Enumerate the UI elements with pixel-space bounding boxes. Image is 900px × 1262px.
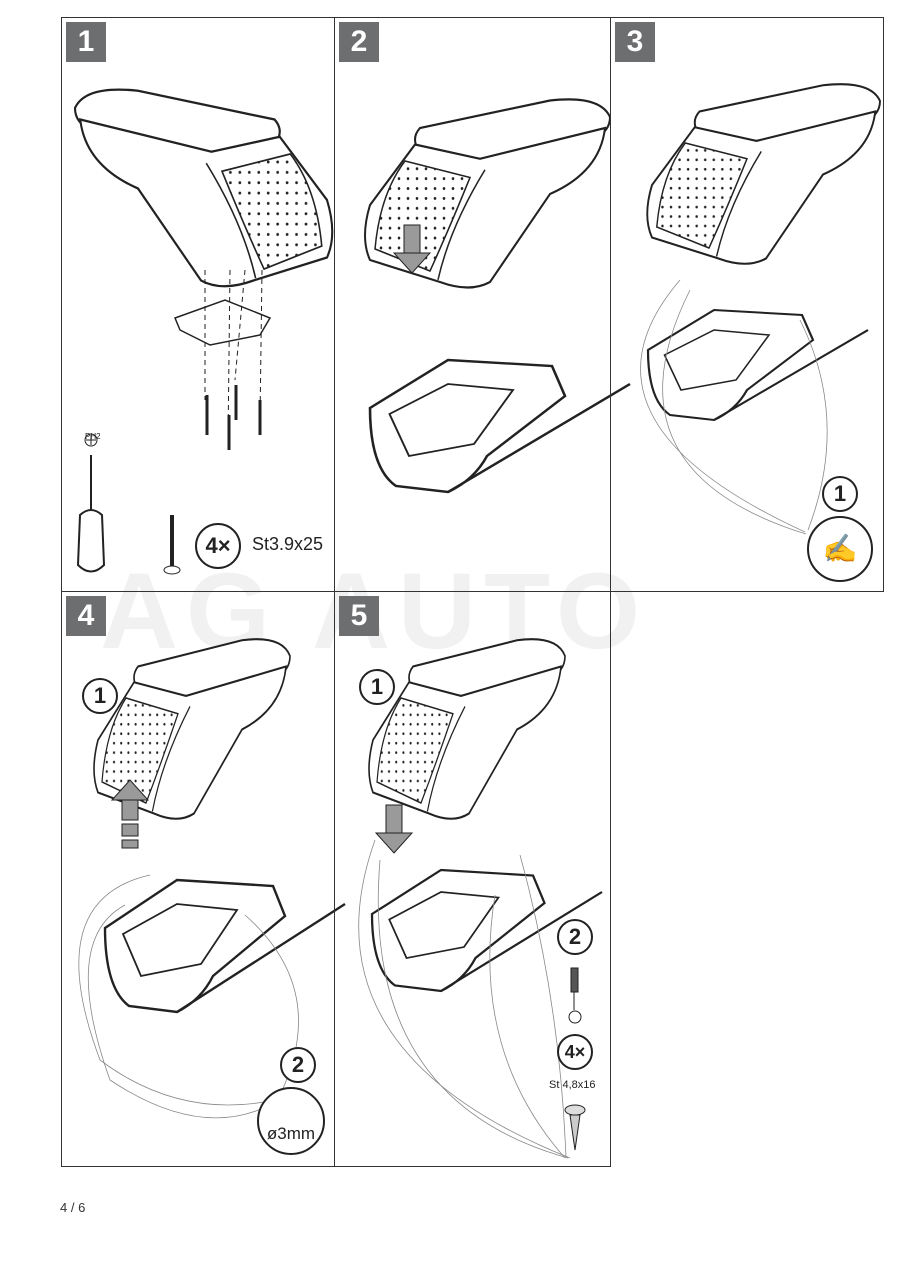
screw-icon: [163, 515, 181, 575]
step2-panel: 2: [334, 17, 611, 592]
step-number-badge: 1: [66, 22, 106, 62]
screw-spec: St3.9x25: [252, 534, 324, 554]
step-number-badge: 2: [339, 22, 379, 62]
step1-armrest-drawing: [73, 88, 334, 450]
step5-armrest-drawing: [358, 638, 604, 1159]
step5-panel: 5 1 2 4× St 4,8x16: [334, 591, 611, 1167]
drill-bit-icon: ø3mm: [257, 1087, 325, 1155]
callout-2: 2: [557, 919, 593, 955]
callout-2: 2: [280, 1047, 316, 1083]
step4-panel: 4 1 2 ø3mm: [61, 591, 335, 1167]
callout-1: 1: [82, 678, 118, 714]
step-number-badge: 4: [66, 596, 106, 636]
step-number-badge: 5: [339, 596, 379, 636]
callout-1: 1: [359, 669, 395, 705]
page-number: 4 / 6: [60, 1200, 86, 1215]
step3-armrest-drawing: [640, 83, 882, 535]
tool-label: PH2: [85, 432, 101, 441]
step3-panel: 3 1 ✍: [610, 17, 884, 592]
step1-panel: 1 PH2 4× St3.9x25: [61, 17, 335, 592]
hand-pressing-icon: ✍: [807, 516, 873, 582]
step-number-badge: 3: [615, 22, 655, 62]
drill-spec: ø3mm: [266, 1124, 316, 1143]
callout-1: 1: [822, 476, 858, 512]
screwdriver-icon: [76, 433, 106, 573]
quantity-badge: 4×: [557, 1034, 593, 1070]
screw-spec: St 4,8x16: [549, 1079, 596, 1091]
quantity-badge: 4×: [195, 523, 241, 569]
